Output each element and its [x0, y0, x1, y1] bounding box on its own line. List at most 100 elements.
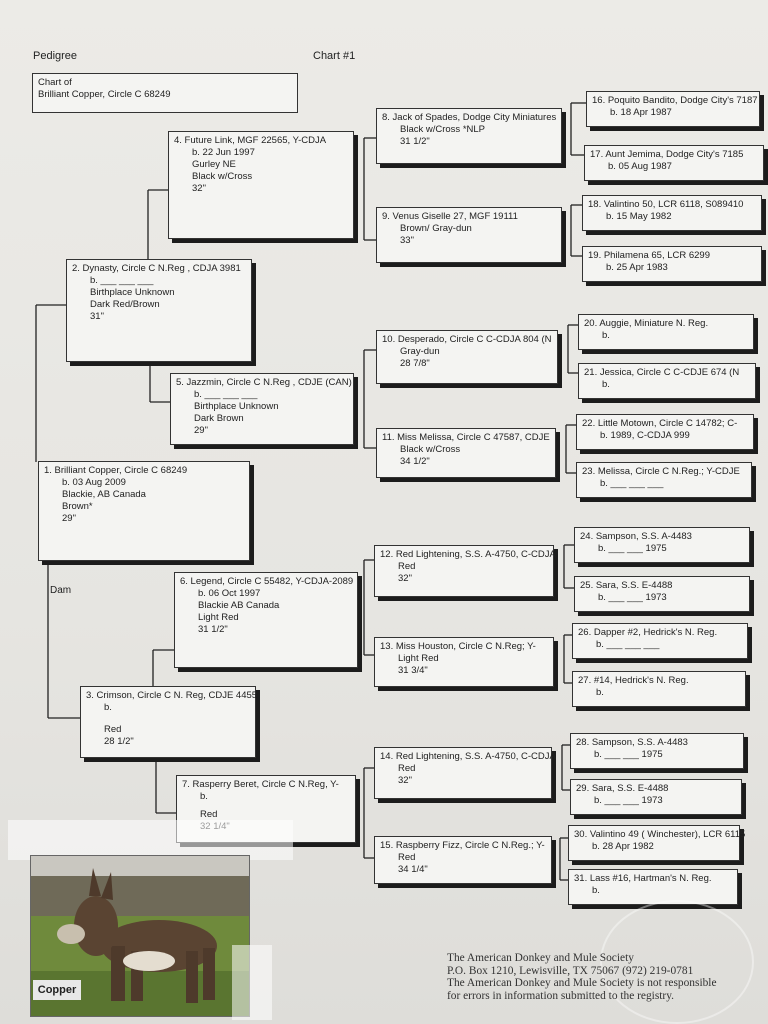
- tape-strip: [8, 820, 293, 860]
- pedigree-entry-11: 11. Miss Melissa, Circle C 47587, CDJE B…: [376, 428, 556, 478]
- chart-number: Chart #1: [313, 50, 356, 62]
- entry-name: 16. Poquito Bandito, Dodge City's 7187: [592, 95, 758, 106]
- entry-birth: b. 18 Apr 1987: [610, 107, 672, 118]
- entry-name: 1. Brilliant Copper, Circle C 68249: [44, 465, 188, 476]
- entry-height: 29": [194, 425, 208, 436]
- entry-color: Brown*: [62, 501, 93, 512]
- entry-name: 10. Desperado, Circle C C-CDJA 804 (N: [382, 334, 552, 345]
- entry-color: Red: [104, 724, 122, 735]
- entry-color: Light Red: [398, 653, 439, 664]
- pedigree-entry-23: 23. Melissa, Circle C N.Reg.; Y-CDJE b. …: [576, 462, 752, 498]
- dam-label: Dam: [50, 585, 72, 596]
- pedigree-entry-10: 10. Desperado, Circle C C-CDJA 804 (N Gr…: [376, 330, 558, 384]
- entry-height: 29": [62, 513, 76, 524]
- pedigree-entry-30: 30. Valintino 49 ( Winchester), LCR 6115…: [568, 825, 745, 861]
- entry-birth: b.: [596, 687, 604, 698]
- pedigree-entry-9: 9. Venus Giselle 27, MGF 19111 Brown/ Gr…: [376, 207, 562, 263]
- pedigree-entry-16: 16. Poquito Bandito, Dodge City's 7187 b…: [586, 91, 760, 127]
- pedigree-entry-31: 31. Lass #16, Hartman's N. Reg. b.: [568, 869, 738, 905]
- entry-height: 31 1/2": [400, 136, 430, 147]
- pedigree-title: Pedigree: [33, 50, 78, 62]
- pedigree-entry-27: 27. #14, Hedrick's N. Reg. b.: [572, 671, 746, 707]
- entry-name: 14. Red Lightening, S.S. A-4750, C-CDJA: [380, 751, 556, 762]
- entry-birth: b. ___ ___ 1975: [594, 749, 663, 760]
- donkey-photo: [30, 855, 250, 1017]
- footer-society: The American Donkey and Mule Society: [447, 952, 634, 964]
- entry-height: 33": [400, 235, 414, 246]
- entry-birth: b. 1989, C-CDJA 999: [600, 430, 690, 441]
- pedigree-entry-19: 19. Philamena 65, LCR 6299 b. 25 Apr 198…: [582, 246, 762, 282]
- entry-name: 19. Philamena 65, LCR 6299: [588, 250, 710, 261]
- entry-birth: b. ___ ___ 1973: [594, 795, 663, 806]
- entry-color: Red: [200, 809, 218, 820]
- entry-birth: b. ___ ___ ___: [596, 639, 660, 650]
- entry-name: 28. Sampson, S.S. A-4483: [576, 737, 688, 748]
- entry-name: 12. Red Lightening, S.S. A-4750, C-CDJA: [380, 549, 556, 560]
- entry-color: Dark Red/Brown: [90, 299, 160, 310]
- entry-name: 17. Aunt Jemima, Dodge City's 7185: [590, 149, 744, 160]
- pedigree-entry-2: 2. Dynasty, Circle C N.Reg , CDJA 3981 b…: [66, 259, 252, 362]
- entry-color: Black w/Cross: [192, 171, 253, 182]
- entry-name: 5. Jazzmin, Circle C N.Reg , CDJE (CAN): [176, 377, 352, 388]
- entry-color: Black w/Cross: [400, 444, 461, 455]
- pedigree-entry-8: 8. Jack of Spades, Dodge City Miniatures…: [376, 108, 562, 164]
- entry-color: Light Red: [198, 612, 239, 623]
- entry-birth: b. ___ ___ ___: [194, 389, 258, 400]
- entry-name: 22. Little Motown, Circle C 14782; C-: [582, 418, 738, 429]
- entry-name: 15. Raspberry Fizz, Circle C N.Reg.; Y-: [380, 840, 545, 851]
- entry-color: Dark Brown: [194, 413, 244, 424]
- entry-place: Blackie AB Canada: [198, 600, 280, 611]
- entry-color: Red: [398, 561, 416, 572]
- entry-height: 32": [398, 775, 412, 786]
- pedigree-entry-13: 13. Miss Houston, Circle C N.Reg; Y- Lig…: [374, 637, 554, 687]
- pedigree-entry-24: 24. Sampson, S.S. A-4483 b. ___ ___ 1975: [574, 527, 750, 563]
- entry-height: 31": [90, 311, 104, 322]
- entry-place: Gurley NE: [192, 159, 236, 170]
- entry-place: Birthplace Unknown: [90, 287, 175, 298]
- pedigree-entry-14: 14. Red Lightening, S.S. A-4750, C-CDJA …: [374, 747, 556, 799]
- entry-birth: b. ___ ___ 1973: [598, 592, 667, 603]
- entry-color: Red: [398, 763, 416, 774]
- entry-name: 13. Miss Houston, Circle C N.Reg; Y-: [380, 641, 536, 652]
- entry-name: 9. Venus Giselle 27, MGF 19111: [382, 211, 518, 222]
- entry-name: 21. Jessica, Circle C C-CDJE 674 (N: [584, 367, 740, 378]
- pedigree-entry-17: 17. Aunt Jemima, Dodge City's 7185 b. 05…: [584, 145, 764, 181]
- entry-color: Red: [398, 852, 416, 863]
- entry-name: 11. Miss Melissa, Circle C 47587, CDJE: [382, 432, 550, 443]
- entry-birth: b. 06 Oct 1997: [198, 588, 261, 599]
- entry-height: 34 1/2": [400, 456, 430, 467]
- entry-name: 23. Melissa, Circle C N.Reg.; Y-CDJE: [582, 466, 740, 477]
- entry-place: Blackie, AB Canada: [62, 489, 146, 500]
- entry-height: 32": [192, 183, 206, 194]
- entry-name: 20. Auggie, Miniature N. Reg.: [584, 318, 709, 329]
- entry-birth: b. ___ ___ ___: [600, 478, 664, 489]
- entry-birth: b. ___ ___ 1975: [598, 543, 667, 554]
- pedigree-entry-18: 18. Valintino 50, LCR 6118, S089410 b. 1…: [582, 195, 762, 231]
- entry-height: 28 1/2": [104, 736, 134, 747]
- entry-name: 6. Legend, Circle C 55482, Y-CDJA-2089: [180, 576, 354, 587]
- entry-height: 28 7/8": [400, 358, 430, 369]
- entry-name: 4. Future Link, MGF 22565, Y-CDJA: [174, 135, 327, 146]
- entry-birth: b.: [602, 379, 610, 390]
- pedigree-entry-29: 29. Sara, S.S. E-4488 b. ___ ___ 1973: [570, 779, 742, 815]
- entry-color: Brown/ Gray-dun: [400, 223, 472, 234]
- photo-caption: Copper: [33, 980, 81, 1000]
- pedigree-entry-1: 1. Brilliant Copper, Circle C 68249 b. 0…: [38, 461, 250, 561]
- entry-height: 31 1/2": [198, 624, 228, 635]
- pedigree-entry-25: 25. Sara, S.S. E-4488 b. ___ ___ 1973: [574, 576, 750, 612]
- entry-color: Gray-dun: [400, 346, 440, 357]
- pedigree-entry-3: 3. Crimson, Circle C N. Reg, CDJE 4455 b…: [80, 686, 258, 758]
- entry-name: 8. Jack of Spades, Dodge City Miniatures: [382, 112, 557, 123]
- pedigree-entry-5: 5. Jazzmin, Circle C N.Reg , CDJE (CAN) …: [170, 373, 354, 445]
- entry-name: 18. Valintino 50, LCR 6118, S089410: [588, 199, 744, 210]
- entry-height: 31 3/4": [398, 665, 428, 676]
- entry-name: 27. #14, Hedrick's N. Reg.: [578, 675, 689, 686]
- entry-name: 3. Crimson, Circle C N. Reg, CDJE 4455: [86, 690, 258, 701]
- pedigree-entry-12: 12. Red Lightening, S.S. A-4750, C-CDJA …: [374, 545, 556, 597]
- pedigree-entry-6: 6. Legend, Circle C 55482, Y-CDJA-2089 b…: [174, 572, 358, 668]
- pedigree-entry-20: 20. Auggie, Miniature N. Reg. b.: [578, 314, 754, 350]
- entry-name: 25. Sara, S.S. E-4488: [580, 580, 673, 591]
- pedigree-entry-22: 22. Little Motown, Circle C 14782; C- b.…: [576, 414, 754, 450]
- pedigree-entry-4: 4. Future Link, MGF 22565, Y-CDJA b. 22 …: [168, 131, 354, 239]
- pedigree-entry-21: 21. Jessica, Circle C C-CDJE 674 (N b.: [578, 363, 756, 399]
